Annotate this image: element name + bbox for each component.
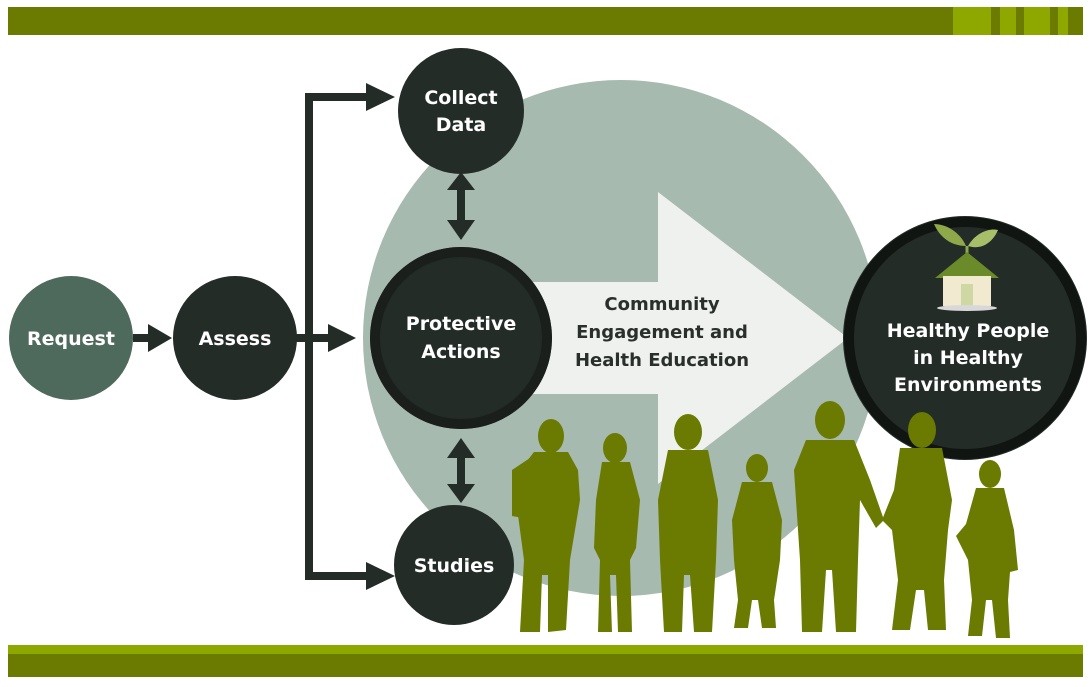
- node-protective-label-1: Protective: [406, 313, 516, 335]
- node-protective-actions: Protective Actions: [370, 247, 552, 429]
- node-studies: Studies: [394, 505, 514, 625]
- arrow-label: Community Engagement and Health Educatio…: [575, 294, 749, 371]
- silhouette-person-1: [512, 419, 580, 632]
- family-silhouettes: [512, 401, 1018, 638]
- arrow-label-line3: Health Education: [575, 350, 749, 371]
- house-with-sprout-icon: [934, 224, 999, 311]
- arrowhead-up-protective: [447, 438, 475, 458]
- arrowheads: [148, 83, 475, 590]
- silhouette-person-7: [956, 460, 1018, 638]
- arrowhead-to-assess: [148, 324, 172, 352]
- node-studies-label: Studies: [414, 555, 495, 577]
- silhouette-person-5: [794, 401, 884, 632]
- node-request: Request: [9, 276, 133, 400]
- node-collect-data: Collect Data: [398, 48, 524, 174]
- arrowhead-to-protective: [328, 324, 356, 352]
- node-collect-label-1: Collect: [424, 87, 497, 109]
- arrowhead-down-protective: [447, 220, 475, 240]
- silhouette-person-2: [594, 433, 640, 632]
- node-healthy-label-1: Healthy People: [887, 320, 1050, 342]
- node-healthy-label-2: in Healthy: [913, 347, 1023, 369]
- bottom-band: [8, 645, 1083, 677]
- node-protective-label-2: Actions: [421, 341, 500, 363]
- arrowhead-to-collect: [366, 83, 395, 111]
- arrow-label-line2: Engagement and: [576, 322, 748, 343]
- node-healthy-people: Healthy People in Healthy Environments: [843, 216, 1087, 460]
- silhouette-person-3: [658, 414, 718, 632]
- top-band: [8, 7, 1083, 35]
- silhouette-person-6: [882, 412, 952, 630]
- node-request-label: Request: [27, 328, 115, 350]
- arrowhead-up-collect: [447, 172, 475, 190]
- node-assess: Assess: [173, 276, 297, 400]
- node-collect-label-2: Data: [436, 114, 487, 136]
- node-assess-label: Assess: [199, 328, 272, 350]
- community-arrow: [500, 192, 848, 484]
- connectors: [133, 93, 465, 580]
- node-healthy-label-3: Environments: [894, 374, 1042, 396]
- arrowhead-to-studies: [366, 562, 395, 590]
- silhouette-person-4: [732, 454, 782, 628]
- arrow-label-line1: Community: [604, 294, 719, 315]
- arrowhead-down-studies: [447, 484, 475, 503]
